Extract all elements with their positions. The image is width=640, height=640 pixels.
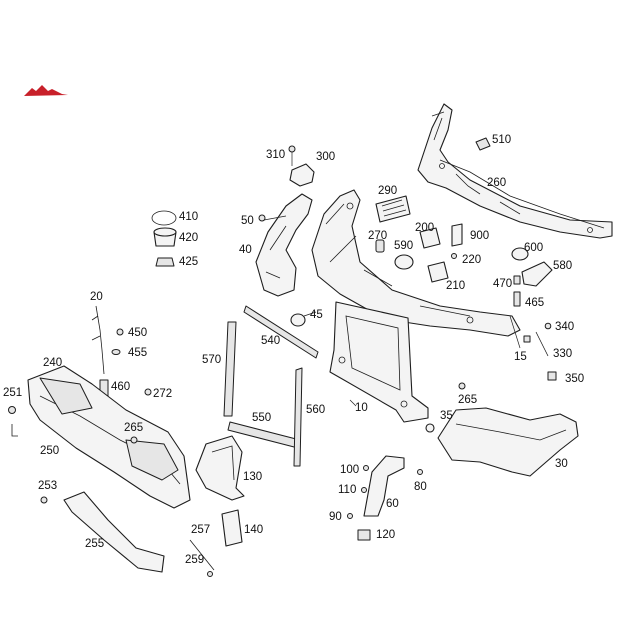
callout-200: 200 — [415, 222, 435, 234]
callout-470: 470 — [493, 278, 513, 290]
callout-265-right: 265 — [458, 394, 478, 406]
callout-330: 330 — [553, 348, 573, 360]
callout-540: 540 — [261, 335, 281, 347]
callout-420: 420 — [179, 232, 199, 244]
side-bracket-30 — [425, 382, 579, 477]
callout-35: 35 — [440, 410, 453, 422]
callout-425: 425 — [179, 256, 199, 268]
headlight-bracket-left — [255, 193, 313, 297]
leader-lines — [263, 111, 521, 407]
callout-210: 210 — [446, 280, 466, 292]
callout-900: 900 — [470, 230, 490, 242]
callout-120: 120 — [376, 529, 396, 541]
callout-290: 290 — [378, 185, 398, 197]
callout-10: 10 — [355, 402, 368, 414]
bracket-60 — [347, 455, 423, 541]
callout-265-left: 265 — [124, 422, 144, 434]
callout-140: 140 — [244, 524, 264, 536]
callout-257: 257 — [191, 524, 211, 536]
callout-300: 300 — [316, 151, 336, 163]
callout-253: 253 — [38, 480, 58, 492]
callout-60: 60 — [386, 498, 399, 510]
bracket-140 — [189, 509, 243, 577]
grille-290 — [375, 195, 411, 223]
callout-590: 590 — [394, 240, 414, 252]
callout-45: 45 — [310, 309, 323, 321]
lower-brace-255 — [40, 491, 165, 573]
callout-80: 80 — [414, 481, 427, 493]
callout-560: 560 — [306, 404, 326, 416]
callout-240: 240 — [43, 357, 63, 369]
mount-410-420-425 — [151, 210, 177, 267]
callout-460: 460 — [111, 381, 131, 393]
bracket-300 — [288, 145, 315, 187]
small-parts-right — [511, 247, 553, 307]
callout-100: 100 — [340, 464, 360, 476]
clip-510 — [475, 137, 491, 151]
callout-260: 260 — [487, 177, 507, 189]
upper-cross-member — [417, 103, 613, 239]
callout-450: 450 — [128, 327, 148, 339]
callout-251: 251 — [3, 387, 23, 399]
callout-340: 340 — [555, 321, 575, 333]
callout-250: 250 — [40, 445, 60, 457]
callout-310: 310 — [266, 149, 286, 161]
callout-350: 350 — [565, 373, 585, 385]
brand-logo — [24, 85, 68, 96]
air-duct-130 — [195, 435, 245, 501]
callout-15: 15 — [514, 351, 527, 363]
callout-259: 259 — [185, 554, 205, 566]
callout-455: 455 — [128, 347, 148, 359]
latch-parts — [523, 322, 557, 381]
callout-40: 40 — [239, 244, 252, 256]
bumper-carrier-250 — [8, 365, 191, 509]
callout-220: 220 — [462, 254, 482, 266]
callout-270: 270 — [368, 230, 388, 242]
callout-272: 272 — [153, 388, 173, 400]
callout-30: 30 — [555, 458, 568, 470]
callout-580: 580 — [553, 260, 573, 272]
callout-465: 465 — [525, 297, 545, 309]
callout-110: 110 — [338, 484, 357, 496]
callout-50: 50 — [241, 215, 254, 227]
small-parts-center — [375, 223, 463, 283]
callout-130: 130 — [243, 471, 263, 483]
callout-510: 510 — [492, 134, 512, 146]
callout-570: 570 — [202, 354, 222, 366]
callout-550: 550 — [252, 412, 272, 424]
callout-90: 90 — [329, 511, 342, 523]
front-module-carrier — [311, 189, 521, 423]
callout-410: 410 — [179, 211, 199, 223]
callout-20: 20 — [90, 291, 103, 303]
callout-600: 600 — [524, 242, 544, 254]
callout-255: 255 — [85, 538, 105, 550]
seal-strips — [223, 305, 319, 467]
